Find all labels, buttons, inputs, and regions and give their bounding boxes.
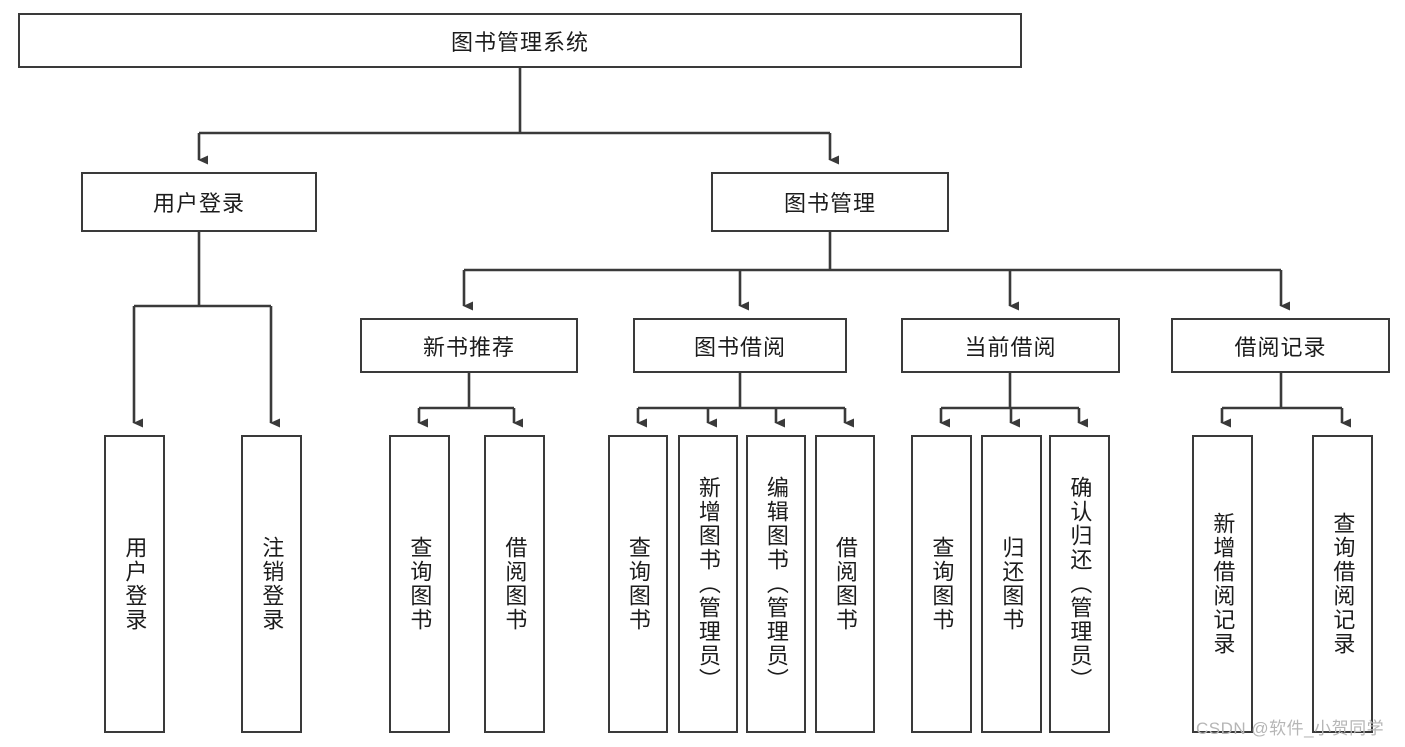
node-leaf-query-book-bb[interactable]: 查询图书 bbox=[608, 435, 668, 733]
node-leaf-borrow-book-nb[interactable]: 借阅图书 bbox=[484, 435, 545, 733]
node-label: 查询图书 bbox=[929, 536, 955, 632]
node-leaf-confirm-return-admin[interactable]: 确认归还（管理员） bbox=[1049, 435, 1110, 733]
node-label: 归还图书 bbox=[999, 536, 1025, 632]
node-label: 新增图书（管理员） bbox=[695, 476, 721, 692]
node-leaf-query-borrow-record[interactable]: 查询借阅记录 bbox=[1312, 435, 1373, 733]
node-leaf-add-book-admin[interactable]: 新增图书（管理员） bbox=[678, 435, 738, 733]
node-leaf-add-borrow-record[interactable]: 新增借阅记录 bbox=[1192, 435, 1253, 733]
node-label: 新增借阅记录 bbox=[1210, 512, 1236, 656]
node-current-borrow[interactable]: 当前借阅 bbox=[901, 318, 1120, 373]
node-label: 当前借阅 bbox=[964, 334, 1057, 360]
node-root-book-management-system[interactable]: 图书管理系统 bbox=[18, 13, 1022, 68]
node-label: 用户登录 bbox=[122, 536, 148, 632]
node-label: 查询借阅记录 bbox=[1330, 512, 1356, 656]
node-leaf-logout[interactable]: 注销登录 bbox=[241, 435, 302, 733]
node-leaf-query-book-nb[interactable]: 查询图书 bbox=[389, 435, 450, 733]
node-label: 图书借阅 bbox=[693, 334, 786, 360]
node-user-login[interactable]: 用户登录 bbox=[81, 172, 317, 232]
node-label: 图书管理系统 bbox=[450, 29, 589, 55]
node-leaf-user-login[interactable]: 用户登录 bbox=[104, 435, 165, 733]
node-leaf-edit-book-admin[interactable]: 编辑图书（管理员） bbox=[746, 435, 806, 733]
node-borrow-record[interactable]: 借阅记录 bbox=[1171, 318, 1390, 373]
node-label: 查询图书 bbox=[625, 536, 651, 632]
node-label: 用户登录 bbox=[152, 191, 245, 216]
node-label: 借阅图书 bbox=[832, 536, 858, 632]
node-label: 编辑图书（管理员） bbox=[763, 476, 789, 692]
node-label: 查询图书 bbox=[407, 536, 433, 632]
node-label: 借阅记录 bbox=[1234, 334, 1327, 360]
node-book-borrow[interactable]: 图书借阅 bbox=[633, 318, 847, 373]
node-label: 注销登录 bbox=[259, 536, 285, 632]
node-label: 确认归还（管理员） bbox=[1067, 476, 1093, 692]
node-label: 借阅图书 bbox=[502, 536, 528, 632]
node-label: 新书推荐 bbox=[422, 334, 515, 360]
node-book-management[interactable]: 图书管理 bbox=[711, 172, 949, 232]
node-leaf-query-book-cb[interactable]: 查询图书 bbox=[911, 435, 972, 733]
node-leaf-borrow-book-bb[interactable]: 借阅图书 bbox=[815, 435, 875, 733]
node-leaf-return-book[interactable]: 归还图书 bbox=[981, 435, 1042, 733]
node-label: 图书管理 bbox=[783, 191, 876, 216]
node-new-book-recommend[interactable]: 新书推荐 bbox=[360, 318, 578, 373]
